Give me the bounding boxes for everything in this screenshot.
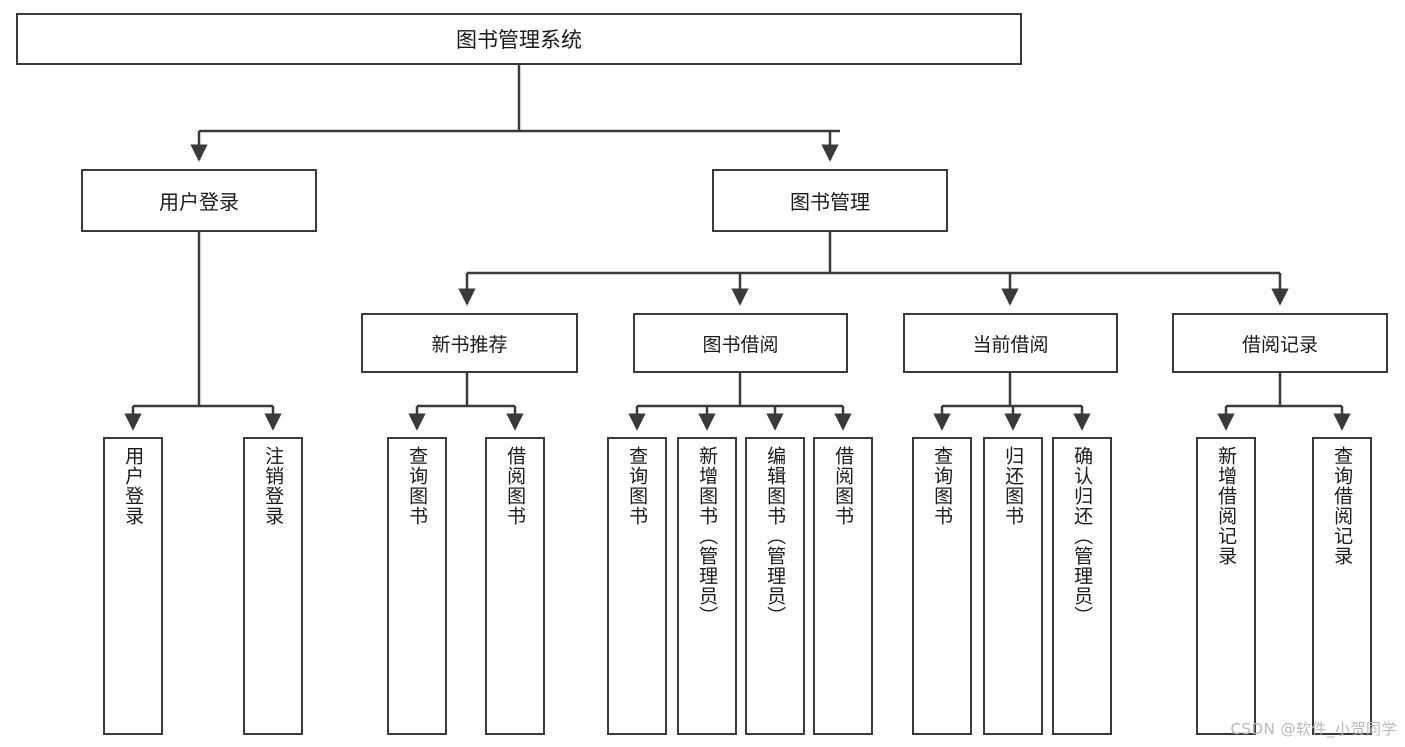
leaf-cb-confirm-label: 确认归还（管理员） [1071, 446, 1094, 626]
node-new-book-rec-label: 新书推荐 [431, 333, 508, 356]
leaf-rec-query[interactable]: 查询图书 [387, 437, 447, 735]
leaf-user-logout[interactable]: 注销登录 [243, 437, 303, 735]
leaf-user-logout-label: 注销登录 [262, 446, 285, 526]
leaf-br-add[interactable]: 新增借阅记录 [1196, 437, 1256, 735]
leaf-rec-query-label: 查询图书 [406, 446, 429, 526]
node-root[interactable]: 图书管理系统 [16, 13, 1022, 65]
node-borrow-record-label: 借阅记录 [1241, 333, 1318, 356]
watermark: CSDN @软件_小贺同学 [1230, 720, 1397, 738]
leaf-user-login[interactable]: 用户登录 [103, 437, 163, 735]
leaf-cb-query-label: 查询图书 [931, 446, 954, 526]
node-borrow-record[interactable]: 借阅记录 [1172, 313, 1388, 373]
node-root-label: 图书管理系统 [456, 28, 582, 52]
leaf-cb-query[interactable]: 查询图书 [912, 437, 972, 735]
leaf-user-login-label: 用户登录 [122, 446, 145, 526]
leaf-rec-borrow[interactable]: 借阅图书 [485, 437, 545, 735]
leaf-bb-edit[interactable]: 编辑图书（管理员） [745, 437, 805, 735]
leaf-cb-return-label: 归还图书 [1002, 446, 1025, 526]
node-user-login-label: 用户登录 [159, 190, 239, 214]
leaf-bb-borrow[interactable]: 借阅图书 [813, 437, 873, 735]
leaf-bb-borrow-label: 借阅图书 [832, 446, 855, 526]
leaf-bb-query[interactable]: 查询图书 [607, 437, 667, 735]
node-book-manage-label: 图书管理 [790, 190, 870, 214]
leaf-rec-borrow-label: 借阅图书 [504, 446, 527, 526]
leaf-br-add-label: 新增借阅记录 [1215, 446, 1238, 566]
leaf-br-query[interactable]: 查询借阅记录 [1312, 437, 1372, 735]
leaf-bb-query-label: 查询图书 [626, 446, 649, 526]
node-book-manage[interactable]: 图书管理 [712, 169, 948, 232]
node-current-borrow[interactable]: 当前借阅 [903, 313, 1118, 373]
leaf-br-query-label: 查询借阅记录 [1331, 446, 1354, 566]
leaf-bb-add[interactable]: 新增图书（管理员） [677, 437, 737, 735]
node-book-borrow-label: 图书借阅 [702, 333, 779, 356]
leaf-bb-edit-label: 编辑图书（管理员） [764, 446, 787, 626]
leaf-cb-confirm[interactable]: 确认归还（管理员） [1052, 437, 1112, 735]
node-user-login[interactable]: 用户登录 [81, 169, 317, 232]
leaf-cb-return[interactable]: 归还图书 [983, 437, 1043, 735]
leaf-bb-add-label: 新增图书（管理员） [696, 446, 719, 626]
node-book-borrow[interactable]: 图书借阅 [633, 313, 848, 373]
node-current-borrow-label: 当前借阅 [972, 333, 1049, 356]
node-new-book-rec[interactable]: 新书推荐 [361, 313, 578, 373]
